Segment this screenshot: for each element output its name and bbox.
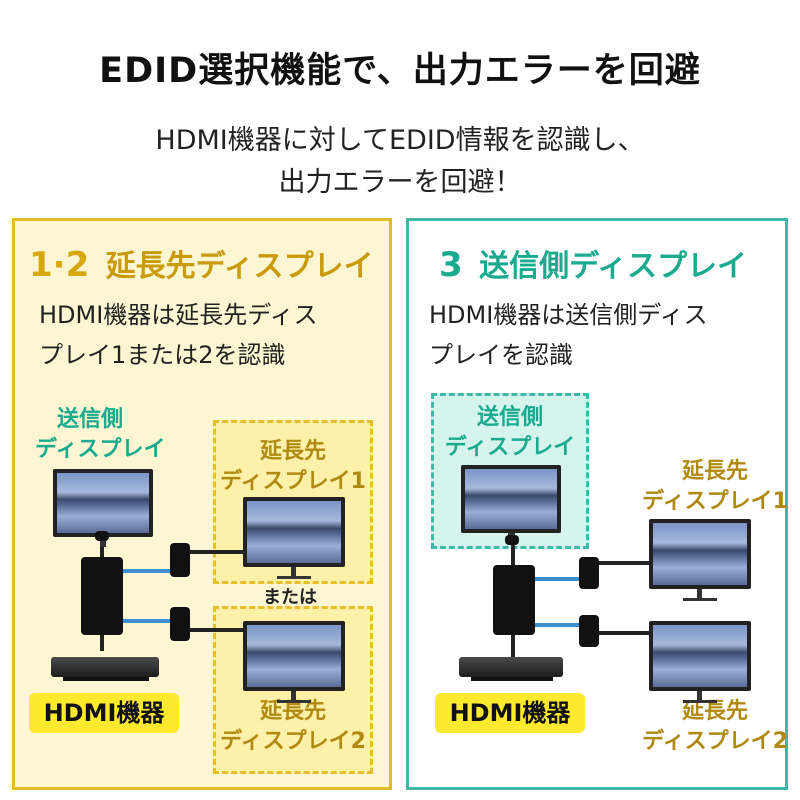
source-monitor-icon [461, 465, 561, 547]
cable-to-remote-1 [599, 561, 649, 565]
source-display-label: 送信側 ディスプレイ [431, 403, 589, 463]
panel-a-desc-line-2: プレイ1または2を認識 [39, 341, 286, 369]
blue-cable-2 [121, 619, 171, 623]
remote-display-2-label-line-1: 延長先 [259, 699, 326, 724]
extender-receiver-1-icon [170, 543, 190, 577]
page-title: EDID選択機能で、出力エラーを回避 [99, 51, 701, 91]
panel-remote-display: 1·2 延長先ディスプレイ HDMI機器は延長先ディス プレイ1または2を認識 … [12, 218, 392, 790]
source-display-label-line-2: ディスプレイ [444, 435, 576, 460]
remote-display-1-label-line-2: ディスプレイ1 [220, 469, 366, 494]
remote-monitor-2-icon [649, 621, 751, 703]
remote-monitor-1-icon [649, 519, 751, 601]
source-display-label-line-1: 送信側 [476, 405, 543, 430]
source-display-label-line-2: ディスプレイ [35, 437, 166, 462]
source-display-label-line-1: 送信側 [56, 407, 123, 432]
remote-display-1-label-line-1: 延長先 [681, 459, 748, 484]
hdmi-device-label: HDMI機器 [435, 693, 585, 733]
panel-a-desc-line-1: HDMI機器は延長先ディス [39, 301, 318, 329]
extender-transmitter-icon [493, 565, 535, 635]
hdmi-device-base [63, 677, 149, 681]
cable-to-remote-2 [189, 628, 245, 632]
remote-display-2-label-line-1: 延長先 [681, 699, 748, 724]
panel-a-heading: 1·2 延長先ディスプレイ [29, 241, 374, 285]
blue-cable-2 [533, 623, 581, 627]
source-connector-icon [95, 531, 109, 541]
remote-display-2-label-line-2: ディスプレイ2 [642, 729, 788, 754]
source-display-label: 送信側 ディスプレイ [35, 405, 166, 465]
panel-a-title: 延長先ディスプレイ [105, 249, 374, 284]
blue-cable-1 [121, 569, 171, 573]
subtitle-line-1: HDMI機器に対してEDID情報を認識し、 [155, 125, 645, 156]
remote-monitor-1-icon [243, 497, 345, 579]
panel-a-number: 1·2 [29, 245, 90, 285]
extender-transmitter-icon [81, 557, 123, 635]
hdmi-device-icon [459, 657, 563, 677]
blue-cable-1 [533, 577, 581, 581]
remote-display-2-label: 延長先 ディスプレイ2 [213, 697, 373, 757]
remote-monitor-2-icon [243, 621, 345, 703]
remote-display-1-label-line-2: ディスプレイ1 [642, 489, 788, 514]
subtitle-line-2: 出力エラーを回避！ [278, 167, 522, 198]
source-connector-icon [505, 535, 519, 545]
panel-b-number: 3 [439, 245, 463, 285]
cable-to-remote-1 [189, 550, 245, 554]
panel-b-desc-line-1: HDMI機器は送信側ディス [429, 301, 708, 329]
remote-display-2-label-line-2: ディスプレイ2 [220, 729, 366, 754]
panel-source-display: 3 送信側ディスプレイ HDMI機器は送信側ディス プレイを認識 送信側 ディス… [406, 218, 788, 790]
hdmi-device-base [471, 677, 553, 681]
extender-receiver-1-icon [579, 557, 599, 589]
source-monitor-icon [53, 469, 153, 549]
remote-display-2-label: 延長先 ディスプレイ2 [635, 697, 795, 757]
extender-receiver-2-icon [579, 615, 599, 647]
panel-b-heading: 3 送信側ディスプレイ [439, 241, 747, 285]
extender-receiver-2-icon [170, 607, 190, 641]
remote-display-1-label: 延長先 ディスプレイ1 [635, 457, 795, 517]
cable-to-remote-2 [599, 631, 649, 635]
panel-b-desc-line-2: プレイを認識 [429, 341, 573, 369]
panel-b-title: 送信側ディスプレイ [479, 249, 748, 284]
hdmi-device-label: HDMI機器 [29, 693, 179, 733]
remote-display-1-label-line-1: 延長先 [259, 439, 326, 464]
remote-display-1-label: 延長先 ディスプレイ1 [213, 437, 373, 497]
or-text: または [263, 587, 317, 608]
hdmi-device-icon [51, 657, 159, 677]
